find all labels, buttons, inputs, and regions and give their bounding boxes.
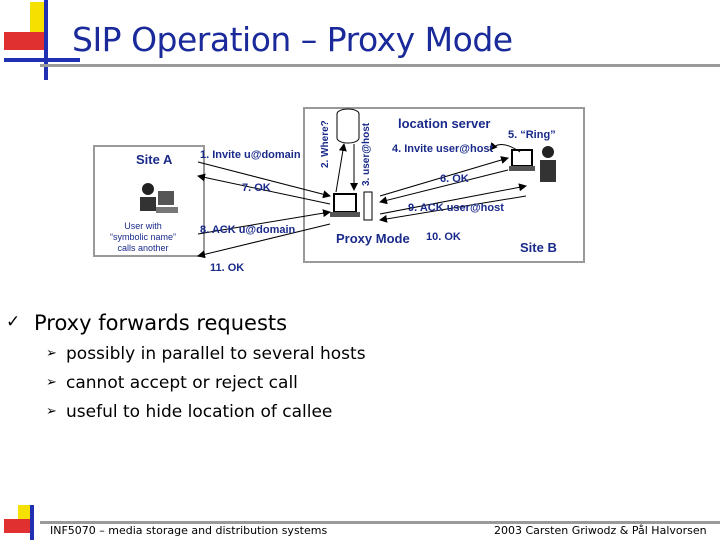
msg-4: 4. Invite user@host — [392, 143, 494, 155]
proxy-server-icon — [330, 192, 372, 220]
user-caption-1: User with — [124, 221, 162, 231]
sub-bullet-3: ➢ useful to hide location of callee — [66, 402, 332, 422]
corner-decoration-top — [0, 0, 80, 80]
checkmark-icon: ✓ — [6, 312, 20, 332]
sub-bullet-text: possibly in parallel to several hosts — [66, 344, 366, 364]
msg-7: 7. OK — [242, 182, 271, 194]
site-b-label: Site B — [520, 240, 557, 255]
msg-10: 10. OK — [426, 231, 461, 243]
msg-11: 11. OK — [210, 262, 244, 274]
bullet-main: ✓ Proxy forwards requests — [34, 311, 287, 335]
arrow-bullet-icon: ➢ — [46, 404, 57, 419]
footer-course: INF5070 – media storage and distribution… — [50, 524, 327, 537]
sub-bullet-1: ➢ possibly in parallel to several hosts — [66, 344, 366, 364]
msg-3-user-host: 3. user@host — [361, 122, 372, 186]
user-caption-3: calls another — [117, 243, 168, 253]
database-icon — [337, 109, 359, 143]
title-divider — [40, 64, 720, 67]
user-caption-2: “symbolic name” — [110, 232, 176, 242]
sub-bullet-text: useful to hide location of callee — [66, 402, 332, 422]
msg-2-where: 2. Where? — [320, 120, 331, 168]
msg-6: 6. OK — [440, 173, 469, 185]
sub-bullet-text: cannot accept or reject call — [66, 373, 298, 393]
slide-title: SIP Operation – Proxy Mode — [72, 20, 513, 59]
footer-copyright: 2003 Carsten Griwodz & Pål Halvorsen — [494, 524, 707, 537]
location-server-label: location server — [398, 116, 491, 131]
msg-9: 9. ACK user@host — [408, 202, 504, 214]
proxy-mode-label: Proxy Mode — [336, 231, 410, 246]
msg-1: 1. Invite u@domain — [200, 149, 301, 161]
site-a-label: Site A — [136, 152, 173, 167]
arrow-bullet-icon: ➢ — [46, 375, 57, 390]
msg-8: 8. ACK u@domain — [200, 224, 296, 236]
sub-bullet-2: ➢ cannot accept or reject call — [66, 373, 298, 393]
arrow-bullet-icon: ➢ — [46, 346, 57, 361]
sip-proxy-diagram: Site A User with “symbolic name” calls a… — [80, 100, 600, 280]
bullet-main-text: Proxy forwards requests — [34, 311, 287, 335]
msg-5: 5. “Ring” — [508, 129, 556, 141]
